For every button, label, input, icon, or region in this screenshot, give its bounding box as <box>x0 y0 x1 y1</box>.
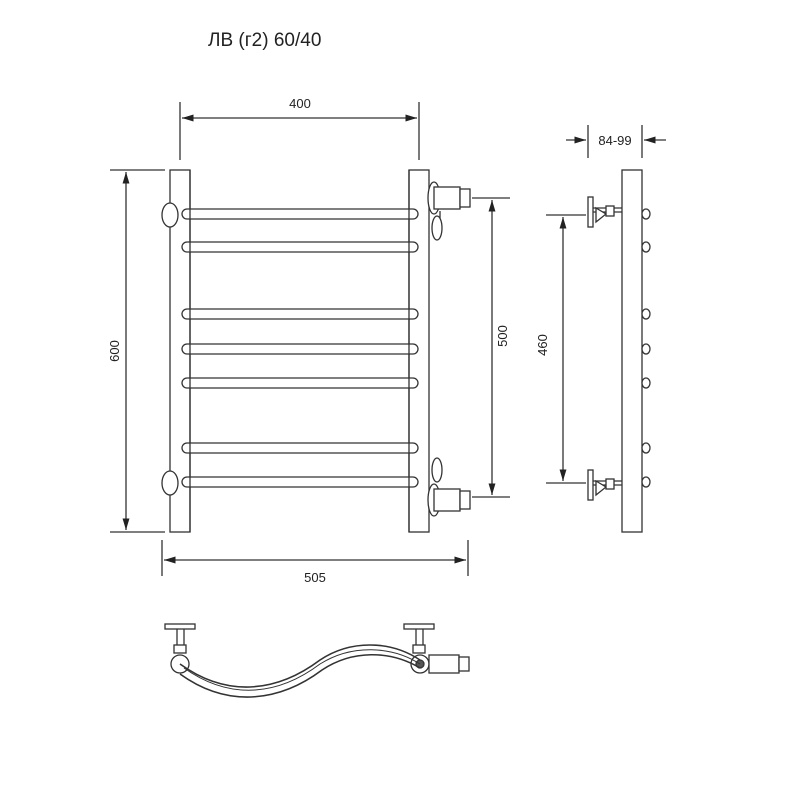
rung <box>181 208 419 220</box>
dim-height-left: 600 <box>107 340 122 362</box>
rung <box>181 442 419 454</box>
left-top-mount <box>161 202 179 228</box>
side-top-mount <box>587 196 622 228</box>
left-bottom-mount <box>161 470 179 496</box>
side-bottom-mount <box>587 469 622 501</box>
front-view <box>110 102 510 576</box>
rungs <box>181 208 419 488</box>
rung <box>181 476 419 488</box>
bottom-connector <box>427 457 471 517</box>
side-rung-stubs <box>641 208 651 488</box>
rung <box>181 377 419 389</box>
top-view <box>164 623 470 698</box>
side-view <box>546 125 666 533</box>
dim-mount-spacing: 460 <box>535 334 550 356</box>
rung <box>181 308 419 320</box>
side-upright <box>621 169 643 533</box>
dim-width-top: 400 <box>289 96 311 111</box>
rung <box>181 343 419 355</box>
top-connector <box>427 181 471 241</box>
dim-overall-width: 505 <box>304 570 326 585</box>
rung <box>181 241 419 253</box>
diagram-title: ЛВ (г2) 60/40 <box>208 30 322 51</box>
dim-wall-offset: 84-99 <box>598 133 631 148</box>
dim-center-distance: 500 <box>495 325 510 347</box>
